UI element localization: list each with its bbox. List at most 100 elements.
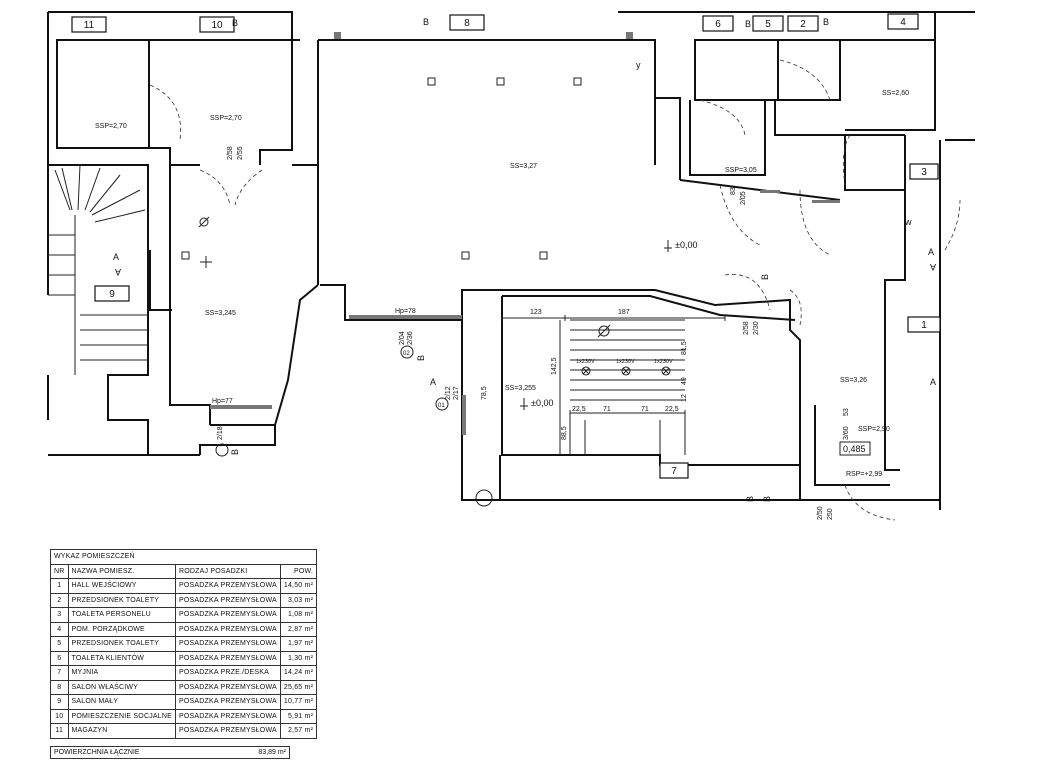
room-nr: 9 bbox=[50, 694, 69, 710]
dim-71-b: 71 bbox=[641, 406, 649, 413]
room-name: TOALETA PERSONELU bbox=[67, 607, 177, 623]
fixture-label-2: 1x230V bbox=[616, 359, 635, 365]
level-label-10: SSP=2,70 bbox=[210, 115, 242, 122]
room-nr: 2 bbox=[50, 592, 69, 608]
section-mark-01: 01 bbox=[438, 403, 445, 409]
dim-142-5: 142,5 bbox=[551, 357, 558, 375]
room-area: 2,87 m² bbox=[279, 621, 318, 637]
room-name: SALON WŁAŚCIWY bbox=[67, 679, 177, 695]
room-tag-10: 10 bbox=[211, 20, 223, 31]
section-mark-a-mid: A bbox=[430, 377, 436, 387]
fixture-label-1: 1x230V bbox=[576, 359, 595, 365]
room-area: 1,30 m² bbox=[279, 650, 318, 666]
dim-123: 123 bbox=[530, 309, 542, 316]
room-name: PRZEDSIONEK TOALETY bbox=[67, 592, 177, 608]
dim-49: 49 bbox=[681, 377, 688, 385]
dim-88-5: 88,5 bbox=[561, 426, 568, 440]
floor-plan-drawing: 11 10 8 6 5 2 4 3 9 1 7 SSP=2,70 SSP=2,7… bbox=[47, 11, 975, 521]
room-name: MAGAZYN bbox=[67, 723, 177, 739]
room-nr: 10 bbox=[50, 708, 69, 724]
room-tag-6: 6 bbox=[715, 19, 721, 30]
walls bbox=[47, 11, 975, 510]
total-area-value: 83,89 m² bbox=[258, 749, 286, 756]
room-tag-1: 1 bbox=[921, 320, 927, 331]
level-label-8: SS=3,27 bbox=[510, 163, 537, 170]
dim-2-17: 2/17 bbox=[453, 386, 460, 400]
dim-2-12: 2/12 bbox=[445, 386, 452, 400]
room-floor: POSADZKA PRZEMYSŁOWA bbox=[175, 694, 281, 710]
room-nr: 4 bbox=[50, 621, 69, 637]
level-label-7: SS=3,255 bbox=[505, 385, 536, 392]
room-area: 1,97 m² bbox=[279, 636, 318, 652]
stairs bbox=[48, 164, 148, 375]
room-floor: POSADZKA PRZEMYSŁOWA bbox=[175, 621, 281, 637]
level-labels: SSP=2,70 SSP=2,70 SS=3,27 SS=2,60 SSP=3,… bbox=[95, 90, 909, 478]
fixture-label-3: 1x230V bbox=[654, 359, 673, 365]
dim-78-5: 78,5 bbox=[481, 386, 488, 400]
section-mark-a-bottom: A bbox=[930, 377, 936, 387]
room-tag-9: 9 bbox=[109, 289, 115, 300]
level-label-11: SSP=2,70 bbox=[95, 123, 127, 130]
section-mark-a-right: A bbox=[928, 247, 934, 257]
section-mark-02: 02 bbox=[403, 351, 410, 357]
room-nr: 1 bbox=[50, 578, 69, 594]
room-tag-5: 5 bbox=[765, 19, 771, 30]
dim-12: 12 bbox=[681, 394, 688, 402]
doors bbox=[149, 59, 961, 521]
level-label-4: SS=2,60 bbox=[882, 90, 909, 97]
room-nr: 6 bbox=[50, 650, 69, 666]
room-tag-8: 8 bbox=[464, 18, 470, 29]
room-schedule-caption: WYKAZ POMIESZCZEŃ bbox=[49, 549, 318, 564]
dim-2-58-b: 2/58 bbox=[743, 321, 750, 335]
dim-250: 250 bbox=[827, 508, 834, 520]
room-nr: 5 bbox=[50, 636, 69, 652]
room-floor: POSADZKA PRZEMYSŁOWA bbox=[175, 607, 281, 623]
dim-2-04: 2/04 bbox=[399, 331, 406, 345]
dim-22-5-a: 22,5 bbox=[572, 406, 586, 413]
section-mark-b-7b: B bbox=[762, 496, 772, 502]
dim-83: 83 bbox=[730, 187, 737, 195]
elevation-main: ±0,00 bbox=[675, 240, 697, 250]
elevation-step: 0,485 bbox=[843, 444, 866, 454]
room-tags: 11 10 8 6 5 2 4 3 9 1 7 bbox=[71, 13, 941, 479]
section-mark-b-top-8: B bbox=[423, 17, 429, 27]
room-tag-11: 11 bbox=[84, 20, 95, 31]
room-name: POM. PORZĄDKOWE bbox=[67, 621, 177, 637]
dim-71-a: 71 bbox=[603, 406, 611, 413]
room-tag-2: 2 bbox=[800, 19, 806, 30]
section-mark-b-mid: B bbox=[416, 355, 426, 361]
dim-53: 53 bbox=[843, 408, 850, 416]
room-area: 25,65 m² bbox=[279, 679, 318, 695]
room-name: TOALETA KLIENTÓW bbox=[67, 650, 177, 666]
dim-hp78: Hp=78 bbox=[395, 308, 416, 315]
room-area: 14,50 m² bbox=[279, 578, 318, 594]
room-floor: POSADZKA PRZEMYSŁOWA bbox=[175, 679, 281, 695]
grid-marks bbox=[181, 77, 582, 268]
total-area-row: POWIERZCHNIA ŁĄCZNIE 83,89 m² bbox=[50, 746, 290, 759]
header-floor: RODZAJ POSADZKI bbox=[175, 563, 281, 579]
section-mark-b-6: B bbox=[745, 19, 751, 29]
room-name: POMIESZCZENIE SOCJALNE bbox=[67, 708, 177, 724]
room-name: HALL WEJŚCIOWY bbox=[67, 578, 177, 594]
dim-2-05: 2/05 bbox=[740, 191, 747, 205]
dim-22-5-b: 22,5 bbox=[665, 406, 679, 413]
section-mark-y: y bbox=[636, 60, 641, 70]
dim-81-5: 81,5 bbox=[681, 341, 688, 355]
dimensions: 123 187 142,5 81,5 49 12 22,5 71 71 22,5… bbox=[212, 146, 850, 520]
room-floor: POSADZKA PRZEMYSŁOWA bbox=[175, 578, 281, 594]
room-name: SALON MAŁY bbox=[67, 694, 177, 710]
level-label-ssp290: SSP=2,90 bbox=[858, 426, 890, 433]
dim-2-30: 2/30 bbox=[753, 321, 760, 335]
dim-187: 187 bbox=[618, 309, 630, 316]
section-mark-a-right-2: A bbox=[930, 262, 936, 272]
